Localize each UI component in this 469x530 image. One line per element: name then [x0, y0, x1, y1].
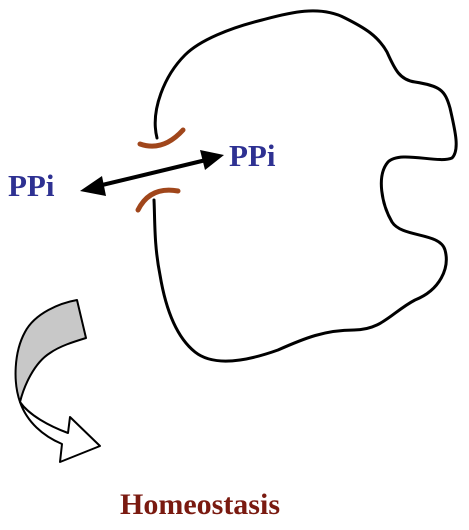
curved-arrow-shaded-band	[14, 299, 87, 403]
ppi-inside-label: PPi	[229, 138, 276, 173]
curved-arrow-head	[19, 401, 101, 463]
curved-arrow-icon	[14, 299, 101, 463]
homeostasis-label: Homeostasis	[120, 488, 280, 521]
channel-icon	[135, 127, 186, 213]
ppi-outside-label: PPi	[8, 168, 55, 203]
double-headed-arrow-icon	[80, 150, 224, 196]
channel-upper-arc	[137, 127, 186, 149]
cell-membrane	[152, 9, 458, 363]
channel-lower-arc	[135, 187, 181, 213]
